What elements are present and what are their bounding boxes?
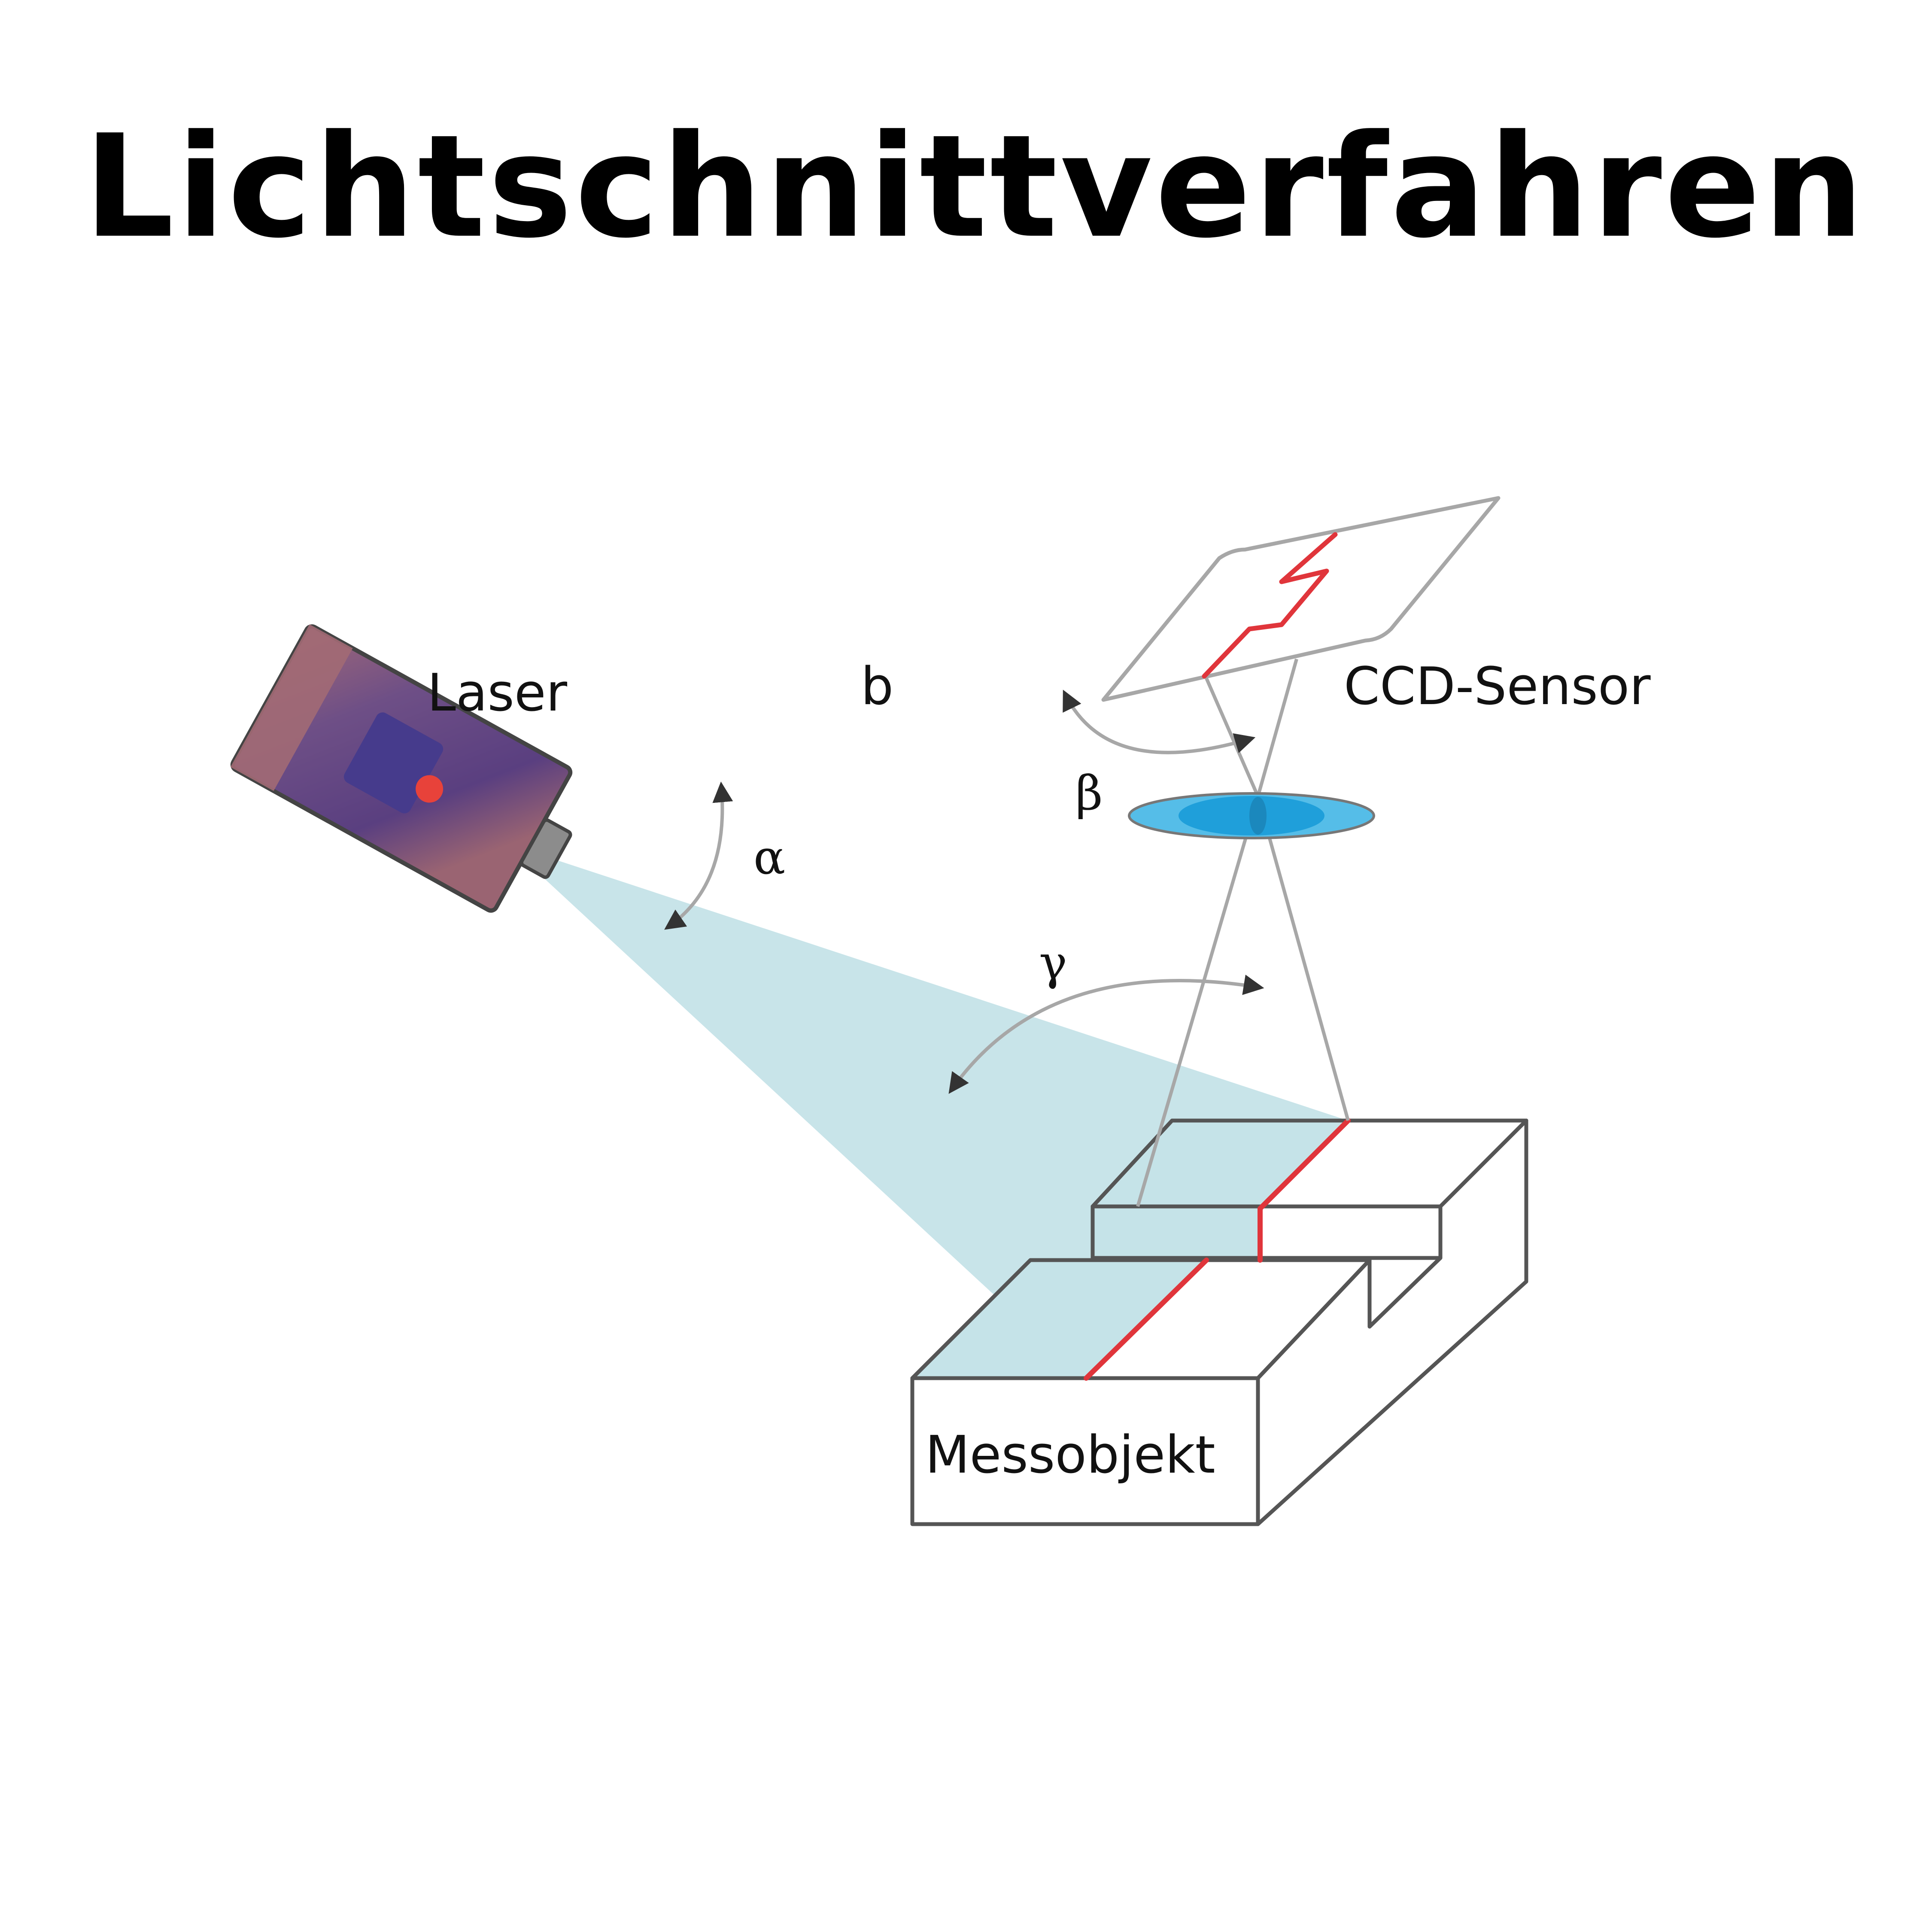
alpha-label: α [753,830,785,885]
page-title: Lichtschnittverfahren [84,104,1867,269]
ccd-sensor-label: CCD-Sensor [1344,657,1651,717]
laser-label: Laser [427,663,568,723]
laser-device [230,624,573,913]
laser-line-on-object [1084,1118,1351,1381]
messobjekt-label: Messobjekt [925,1425,1215,1485]
measurement-object [910,1118,1528,1526]
angle-gamma-arc [948,975,1264,1094]
b-label: b [861,657,893,717]
angle-arcs [664,690,1264,1094]
angle-beta-arc [1063,690,1256,754]
ccd-sensor [1101,496,1501,702]
lens [1128,792,1375,839]
beta-label: β [1075,766,1103,820]
gamma-label: γ [1039,935,1067,990]
angle-alpha-arc [664,781,733,930]
sensor-laser-image [1202,532,1338,679]
